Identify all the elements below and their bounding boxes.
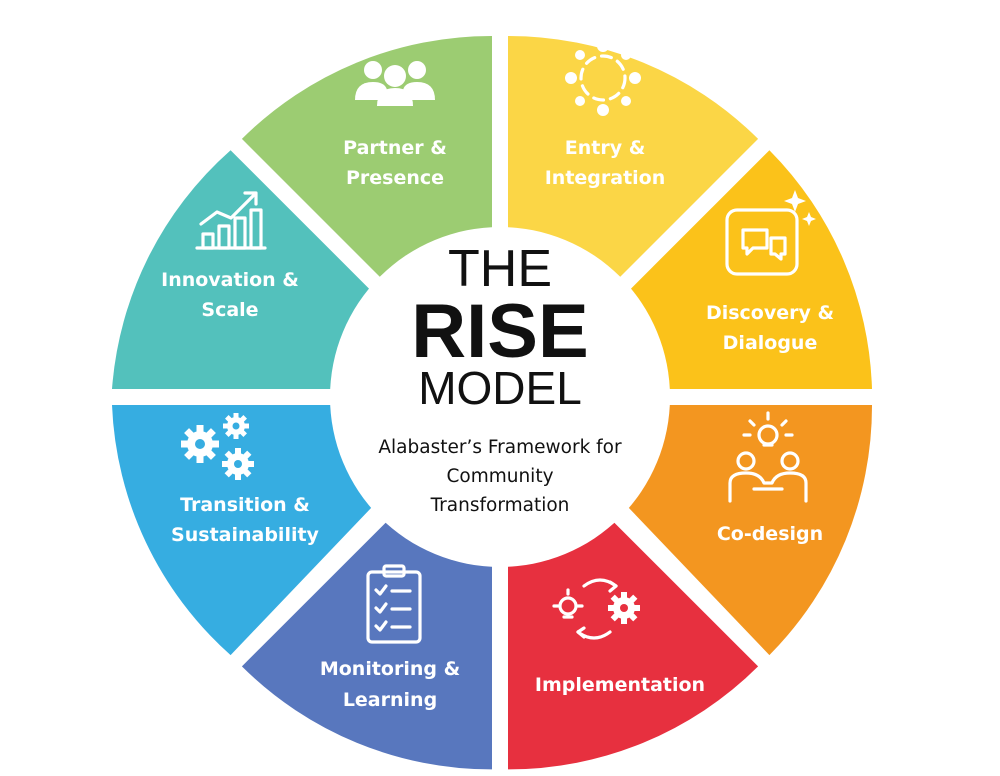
segment-labels: Partner & Presence Entry & Integration D… bbox=[161, 137, 834, 711]
growth-chart-icon bbox=[195, 191, 267, 250]
title-the: THE bbox=[448, 240, 552, 298]
entry-label-line-2: Integration bbox=[545, 167, 666, 189]
title-model: MODEL bbox=[418, 362, 582, 414]
title-rise: RISE bbox=[411, 289, 588, 374]
circle-of-people-icon bbox=[565, 40, 641, 116]
center-circle bbox=[330, 227, 670, 567]
subtitle-line-3: Transformation bbox=[430, 495, 570, 516]
partner-label-line-2: Presence bbox=[346, 167, 444, 189]
idea-to-gear-cycle-icon bbox=[552, 578, 640, 640]
implementation-label: Implementation bbox=[535, 674, 705, 696]
innovation-label-line-2: Scale bbox=[201, 299, 258, 321]
entry-label-line-1: Entry & bbox=[565, 137, 646, 159]
transition-label-line-1: Transition & bbox=[180, 494, 310, 516]
codesign-label: Co-design bbox=[717, 523, 823, 545]
monitoring-label-line-2: Learning bbox=[343, 689, 437, 711]
monitoring-label-line-1: Monitoring & bbox=[320, 658, 460, 680]
discovery-label-line-1: Discovery & bbox=[706, 302, 834, 324]
subtitle-line-1: Alabaster’s Framework for bbox=[378, 437, 622, 458]
people-group-icon bbox=[355, 61, 435, 106]
transition-label-line-2: Sustainability bbox=[171, 524, 320, 546]
discovery-label-line-2: Dialogue bbox=[723, 332, 818, 354]
chat-bubbles-icon bbox=[725, 190, 816, 276]
lightbulb-collaboration-icon bbox=[728, 411, 808, 503]
innovation-label-line-1: Innovation & bbox=[161, 269, 299, 291]
subtitle-line-2: Community bbox=[446, 466, 553, 487]
gears-icon bbox=[181, 413, 254, 480]
clipboard-checklist-icon bbox=[366, 564, 422, 644]
partner-label-line-1: Partner & bbox=[343, 137, 447, 159]
